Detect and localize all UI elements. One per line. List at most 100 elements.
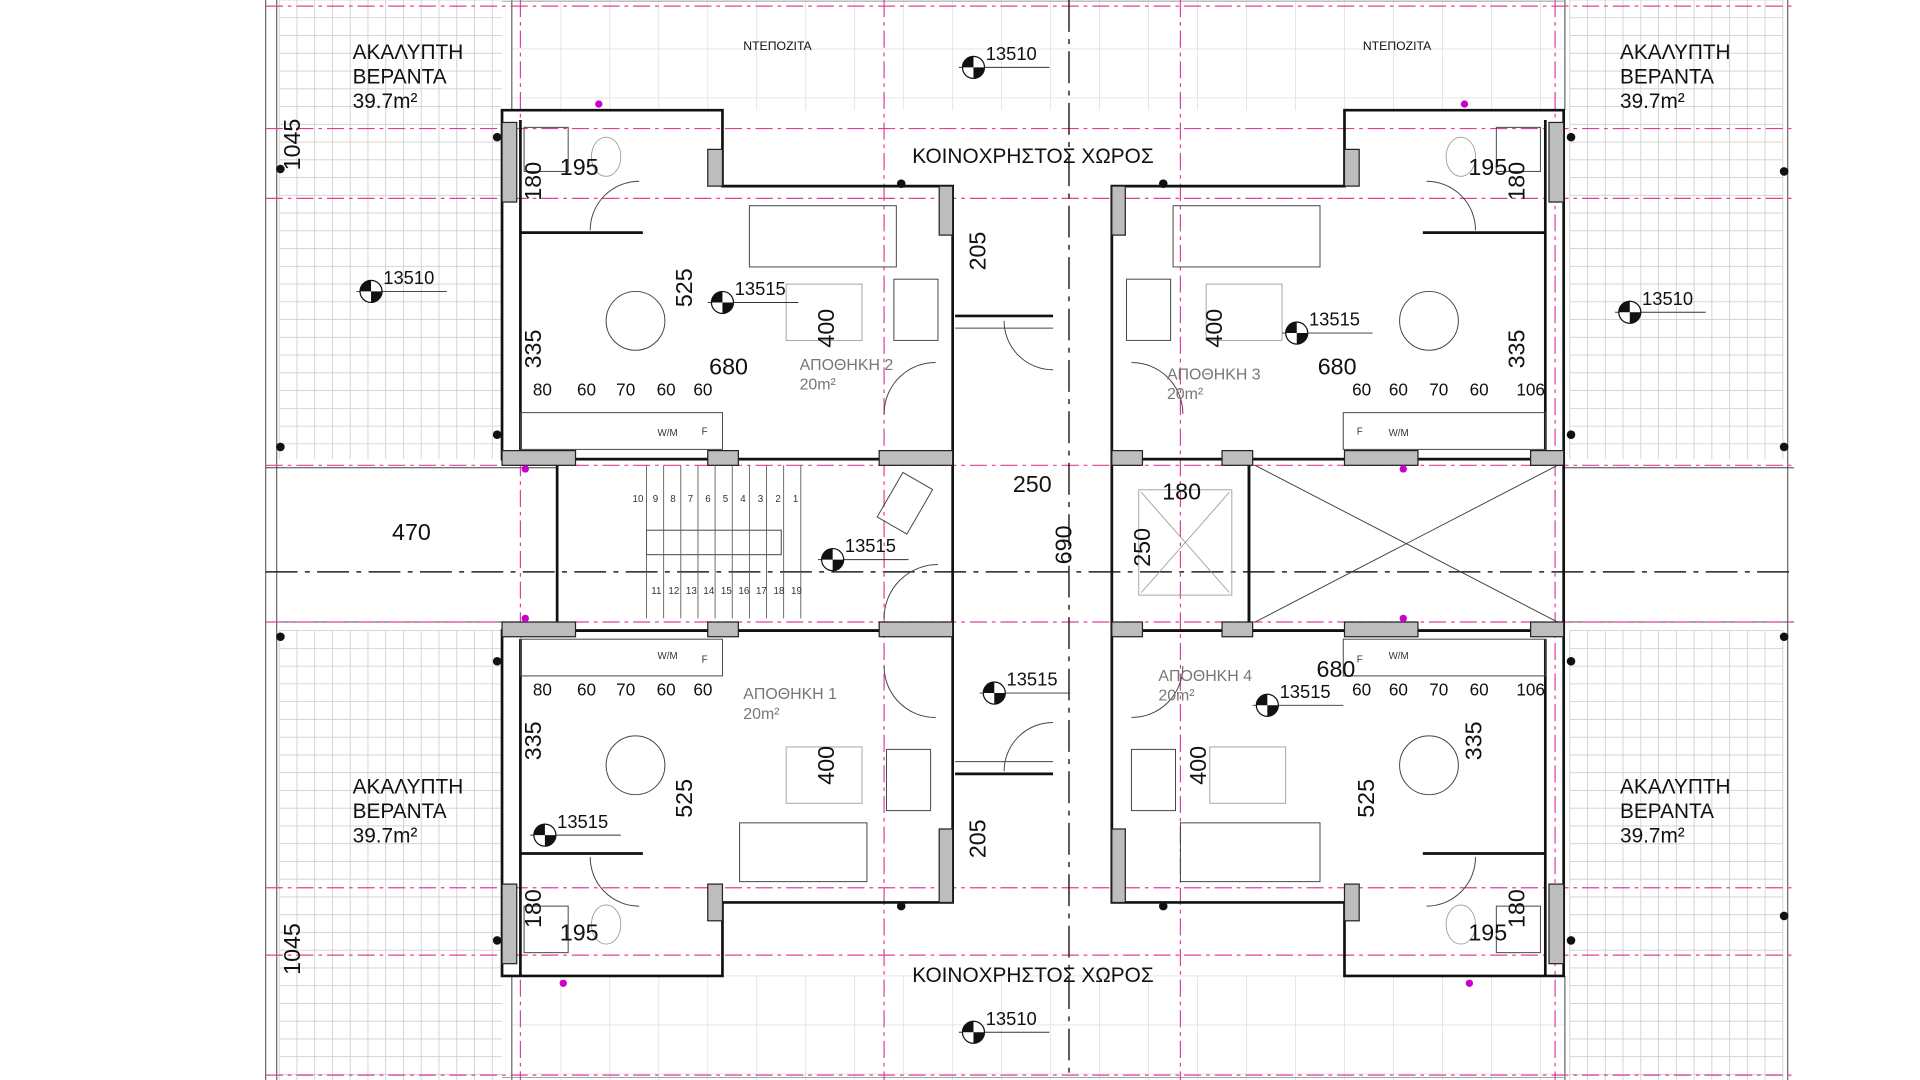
- dimension-label: 470: [392, 519, 431, 545]
- level-marker: 13510: [356, 267, 447, 304]
- level-marker: 13510: [958, 1008, 1050, 1044]
- dimension-label: 1045: [279, 119, 305, 171]
- dimension-label: 60: [1389, 680, 1408, 700]
- dimension-label: 195: [1468, 154, 1507, 180]
- dimension-label: 195: [560, 919, 599, 945]
- dimension-label: 70: [616, 680, 635, 700]
- stair-step-number: 6: [705, 494, 711, 505]
- level-value: 13510: [986, 43, 1037, 64]
- stair-step-number: 3: [758, 494, 764, 505]
- dimension-label: 680: [709, 354, 748, 380]
- veranda-grid: [278, 0, 503, 460]
- dimension-label: 400: [813, 309, 839, 348]
- dimension-label: 80: [533, 680, 552, 700]
- tank-label: ΝΤΕΠΟΖΙΤΑ: [1363, 39, 1432, 53]
- dimension-label: 335: [1504, 330, 1530, 369]
- dimension-label: 195: [1468, 919, 1507, 945]
- veranda-area: 39.7m²: [1620, 90, 1685, 113]
- storage-area: 20m²: [800, 376, 836, 393]
- dimension-label: 525: [671, 779, 697, 818]
- veranda-grid: [1569, 0, 1784, 460]
- level-marker: 13515: [707, 278, 799, 315]
- dimension-label: 80: [533, 380, 552, 400]
- level-value: 13510: [1642, 288, 1693, 309]
- dimension-label: 525: [1353, 779, 1379, 818]
- dimension-label: 60: [1470, 380, 1489, 400]
- stair-step-number: 1: [793, 494, 798, 505]
- fridge-label: F: [1357, 427, 1363, 438]
- dimension-label: 60: [1389, 380, 1408, 400]
- storage-area: 20m²: [743, 706, 779, 723]
- dimension-label: 1045: [279, 923, 305, 975]
- dimension-label: 60: [693, 680, 712, 700]
- stair-step-number: 18: [773, 586, 784, 597]
- dimension-label: 180: [1162, 479, 1201, 505]
- stair-step-number: 2: [775, 494, 780, 505]
- stair-step-number: 17: [756, 586, 767, 597]
- level-value: 13515: [1007, 669, 1058, 690]
- dimension-label: 70: [1429, 680, 1448, 700]
- dimension-label: 205: [965, 232, 991, 271]
- common-area-label: ΚΟΙΝΟΧΡΗΣΤΟΣ ΧΩΡΟΣ: [912, 964, 1154, 987]
- veranda-area: 39.7m²: [353, 90, 418, 113]
- dimension-label: 60: [693, 380, 712, 400]
- common-area-grid: [511, 975, 1565, 1080]
- dimension-label: 60: [657, 680, 676, 700]
- dimension-label: 180: [520, 162, 546, 201]
- stair-step-number: 15: [721, 586, 732, 597]
- dimension-label: 60: [577, 380, 596, 400]
- stair-step-number: 14: [703, 586, 714, 597]
- storage-label: ΑΠΟΘΗΚΗ 2: [800, 357, 894, 374]
- stair-step-number: 9: [653, 494, 658, 505]
- dimension-label: 400: [1201, 309, 1227, 348]
- dimension-label: 180: [1504, 889, 1530, 928]
- dimension-label: 250: [1129, 528, 1155, 567]
- dimension-label: 60: [1352, 680, 1371, 700]
- level-marker: 13515: [979, 669, 1071, 705]
- washing-machine-label: W/M: [658, 428, 678, 439]
- fridge-label: F: [1357, 654, 1363, 665]
- level-value: 13515: [1309, 309, 1360, 330]
- washing-machine-label: W/M: [1389, 651, 1409, 662]
- dimension-label: 335: [520, 721, 546, 760]
- dimension-label: 180: [520, 889, 546, 928]
- dimension-label: 335: [520, 330, 546, 369]
- dimension-label: 195: [560, 154, 599, 180]
- dimension-label: 250: [1013, 471, 1052, 497]
- veranda-grid: [1569, 630, 1784, 1080]
- void-outline: [1247, 457, 1566, 632]
- dimension-label: 680: [1317, 656, 1356, 682]
- dimension-label: 180: [1504, 162, 1530, 201]
- washing-machine-label: W/M: [1389, 428, 1409, 439]
- stair-step-number: 4: [740, 494, 746, 505]
- storage-area: 20m²: [1167, 386, 1203, 403]
- level-value: 13515: [557, 811, 608, 832]
- dimension-label: 60: [577, 680, 596, 700]
- veranda-label: ΒΕΡΑΝΤΑ: [353, 65, 447, 88]
- stair-step-number: 10: [633, 494, 644, 505]
- dimension-label: 60: [657, 380, 676, 400]
- veranda-grid: [278, 630, 503, 1080]
- columns: [501, 121, 1565, 965]
- level-markers: 13510 13510 13510 13510 13515 13515 13515 13515…: [356, 43, 1706, 1044]
- veranda-label: ΒΕΡΑΝΤΑ: [1620, 800, 1714, 823]
- furniture: [519, 126, 1546, 954]
- dimension-label: 680: [1318, 354, 1357, 380]
- level-marker: 13515: [1282, 309, 1373, 345]
- washing-machine-label: W/M: [658, 651, 678, 662]
- stair-step-number: 7: [688, 494, 693, 505]
- dimension-label: 106: [1516, 380, 1545, 400]
- tank-label: ΝΤΕΠΟΖΙΤΑ: [743, 39, 812, 53]
- level-marker: 13510: [958, 43, 1050, 79]
- fridge-label: F: [702, 427, 708, 438]
- level-value: 13515: [735, 278, 786, 299]
- common-area-label: ΚΟΙΝΟΧΡΗΣΤΟΣ ΧΩΡΟΣ: [912, 145, 1154, 168]
- stair-step-number: 8: [670, 494, 676, 505]
- level-marker: 13510: [1615, 288, 1706, 324]
- stair-step-number: 13: [686, 586, 697, 597]
- veranda-label: ΑΚΑΛΥΠΤΗ: [1620, 41, 1731, 64]
- veranda-label: ΑΚΑΛΥΠΤΗ: [353, 41, 464, 64]
- dimension-label: 525: [671, 268, 697, 307]
